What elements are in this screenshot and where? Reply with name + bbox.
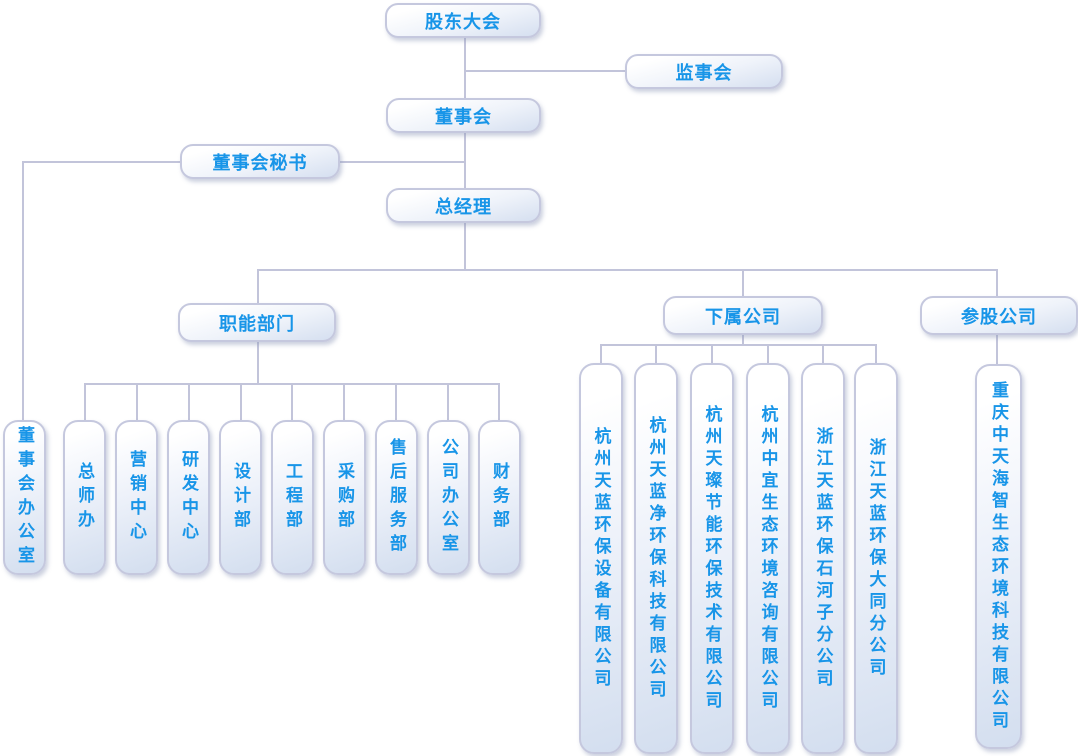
dept-label: 研发中心 xyxy=(178,449,198,546)
connector-line xyxy=(822,344,824,364)
node-subsidiary-companies: 下属公司 xyxy=(663,296,823,335)
node-invested-companies: 参股公司 xyxy=(920,296,1078,335)
dept-box: 工程部 xyxy=(271,420,314,575)
dept-box: 采购部 xyxy=(323,420,366,575)
dept-label: 设计部 xyxy=(230,461,250,534)
connector-line xyxy=(188,383,190,421)
invested-company-box: 重庆中天海智生态环境科技有限公司 xyxy=(975,364,1022,749)
node-functional-departments: 职能部门 xyxy=(178,303,336,342)
connector-line xyxy=(340,161,466,163)
connector-line xyxy=(464,70,627,72)
connector-line xyxy=(464,133,466,188)
dept-box: 研发中心 xyxy=(167,420,210,575)
dept-box: 董事会办公室 xyxy=(3,420,46,575)
subsidiary-box: 浙江天蓝环保石河子分公司 xyxy=(801,363,845,754)
dept-box: 公司办公室 xyxy=(427,420,470,575)
dept-label: 财务部 xyxy=(489,461,509,534)
connector-line xyxy=(498,383,500,421)
node-shareholders-meeting: 股东大会 xyxy=(385,3,541,38)
dept-box: 售后服务部 xyxy=(375,420,418,575)
subsidiary-box: 杭州天蓝净环保科技有限公司 xyxy=(634,363,678,754)
connector-line xyxy=(447,383,449,421)
connector-line xyxy=(343,383,345,421)
subsidiary-label: 浙江天蓝环保石河子分公司 xyxy=(812,426,833,691)
connector-line xyxy=(240,383,242,421)
subsidiary-label: 杭州天蓝环保设备有限公司 xyxy=(590,426,611,691)
dept-label: 总师办 xyxy=(74,461,94,534)
dept-box: 财务部 xyxy=(478,420,521,575)
dept-box: 设计部 xyxy=(219,420,262,575)
dept-box: 营销中心 xyxy=(115,420,158,575)
connector-line xyxy=(742,334,744,346)
subsidiary-label: 杭州天璨节能环保技术有限公司 xyxy=(701,404,722,713)
dept-label: 营销中心 xyxy=(126,449,146,546)
connector-line xyxy=(767,344,769,364)
connector-line xyxy=(600,344,877,346)
node-board-secretary: 董事会秘书 xyxy=(180,144,340,179)
dept-label: 董事会办公室 xyxy=(14,425,34,570)
connector-line xyxy=(655,344,657,364)
connector-line xyxy=(84,383,86,421)
connector-line xyxy=(711,344,713,364)
dept-label: 售后服务部 xyxy=(386,437,406,558)
connector-line xyxy=(22,161,24,420)
invested-company-label: 重庆中天海智生态环境科技有限公司 xyxy=(988,380,1008,733)
connector-line xyxy=(742,269,744,298)
connector-line xyxy=(464,222,466,270)
connector-line xyxy=(395,383,397,421)
subsidiary-label: 杭州天蓝净环保科技有限公司 xyxy=(645,415,666,702)
subsidiary-box: 杭州中宜生态环境咨询有限公司 xyxy=(746,363,790,754)
connector-line xyxy=(600,344,602,364)
node-general-manager: 总经理 xyxy=(386,188,541,223)
dept-label: 工程部 xyxy=(282,461,302,534)
subsidiary-box: 浙江天蓝环保大同分公司 xyxy=(854,363,898,754)
connector-line xyxy=(257,269,259,305)
connector-line xyxy=(464,37,466,98)
connector-line xyxy=(875,344,877,364)
node-board-of-directors: 董事会 xyxy=(386,98,541,133)
connector-line xyxy=(136,383,138,421)
dept-label: 采购部 xyxy=(334,461,354,534)
connector-line xyxy=(22,161,180,163)
subsidiary-box: 杭州天璨节能环保技术有限公司 xyxy=(690,363,734,754)
connector-line xyxy=(257,269,998,271)
node-supervisory-board: 监事会 xyxy=(625,54,783,89)
dept-box: 总师办 xyxy=(63,420,106,575)
connector-line xyxy=(996,269,998,298)
dept-label: 公司办公室 xyxy=(438,437,458,558)
connector-line xyxy=(996,334,998,366)
subsidiary-label: 杭州中宜生态环境咨询有限公司 xyxy=(757,404,778,713)
subsidiary-box: 杭州天蓝环保设备有限公司 xyxy=(579,363,623,754)
subsidiary-label: 浙江天蓝环保大同分公司 xyxy=(865,437,886,680)
connector-line xyxy=(291,383,293,421)
connector-line xyxy=(257,341,259,384)
